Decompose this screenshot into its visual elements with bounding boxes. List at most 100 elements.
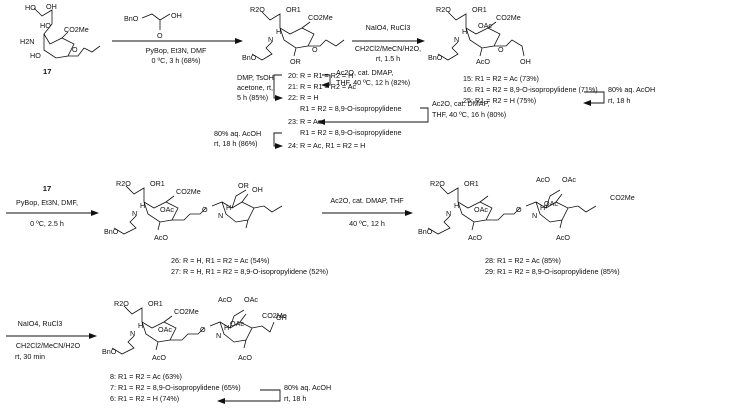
atom-oh-26: OH xyxy=(252,185,263,194)
compound-line-22b: R1 = R2 = 8,9-O-isopropylidene xyxy=(300,104,401,113)
ox2-solvent: CH2Cl2/MeCN/H2O xyxy=(16,341,81,350)
compound-list-8-7-6: 8: R1 = R2 = Ac (63%) 7: R1 = R2 = 8,9-O… xyxy=(110,372,241,403)
dmp-conditions: 5 h (85%) xyxy=(237,93,268,102)
compound-line-25: 25: R1 = R2 = H (75%) xyxy=(463,96,536,105)
step1-reagents: PyBop, Et3N, DMF xyxy=(146,46,207,55)
compound-line-27: 27: R = H, R1 = R2 = 8,9-O-isopropyliden… xyxy=(171,267,328,276)
aco2-conditions: rt, 18 h xyxy=(608,96,630,105)
atom-n-26: N xyxy=(132,209,137,218)
compound-list-15-16-25: 15: R1 = R2 = Ac (73%) 16: R1 = R2 = 8,9… xyxy=(463,74,598,105)
atom-h-28: H xyxy=(454,201,459,210)
aco3-conditions: rt, 18 h xyxy=(284,394,306,403)
compound-list-26-27: 26: R = H, R1 = R2 = Ac (54%) 27: R = H,… xyxy=(171,256,328,276)
atom-h-8: H xyxy=(138,321,143,330)
atom-r2o-15: R2O xyxy=(436,5,451,14)
atom-n-8: N xyxy=(130,329,135,338)
ac1-conditions: THF, 40 ºC, 12 h (82%) xyxy=(336,78,410,87)
arrow-acetylation-2 xyxy=(317,107,429,125)
ac2-reagents: Ac2O, cat. DMAP, xyxy=(432,99,489,108)
compound-line-23: 23: R = Ac xyxy=(288,117,322,126)
step1-conditions: 0 ºC, 3 h (68%) xyxy=(152,56,201,65)
atom-oac-26: OAc xyxy=(160,205,174,214)
atom-o-26: O xyxy=(202,205,208,214)
arrow-deprotection-3 xyxy=(217,389,281,404)
atom-or1-28: OR1 xyxy=(464,179,479,188)
atom-aco-26: AcO xyxy=(154,233,168,242)
atom-co2me-15: CO2Me xyxy=(496,13,521,22)
arrow-dmp xyxy=(273,74,283,101)
atom-o-acid: O xyxy=(157,31,163,40)
dmp-reagents: DMP, TsOH xyxy=(237,73,274,82)
atom-oac-28a: OAc xyxy=(474,205,488,214)
atom-o-ring: O xyxy=(72,45,78,54)
aco1-reagents: 80% aq. AcOH xyxy=(214,129,261,138)
atom-r2o-8: R2O xyxy=(114,299,129,308)
compound-line-22: 22: R = H xyxy=(288,93,319,102)
dmp-solvent: acetone, rt, xyxy=(237,83,273,92)
atom-co2me-26a: CO2Me xyxy=(176,187,201,196)
atom-h-26b: H xyxy=(226,203,231,212)
atom-ho-1: HO xyxy=(25,3,36,12)
atom-oh-8: OH xyxy=(276,313,287,322)
coupling-reagent-17: 17 xyxy=(43,184,51,193)
atom-bno-28: BnO xyxy=(418,227,433,236)
compound-line-26: 26: R = H, R1 = R2 = Ac (54%) xyxy=(171,256,269,265)
compound-line-29: 29: R1 = R2 = 8,9-O-isopropylidene (85%) xyxy=(485,267,620,276)
atom-bno-20: BnO xyxy=(242,53,257,62)
atom-aco-8a: AcO xyxy=(152,353,166,362)
compound-15-structure: R2O OR1 OAc CO2Me BnO N H AcO O OH xyxy=(428,5,531,66)
atom-o-20: O xyxy=(312,45,318,54)
coupling-reagents: PyBop, Et3N, DMF, xyxy=(16,198,78,207)
compound-line-28: 28: R1 = R2 = Ac (85%) xyxy=(485,256,561,265)
atom-oh-15: OH xyxy=(520,57,531,66)
atom-r2o-20: R2O xyxy=(250,5,265,14)
compound-20-structure: R2O OR1 CO2Me BnO N H OR O xyxy=(242,5,345,66)
atom-h-28b: H xyxy=(540,203,545,212)
atom-co2me-20: CO2Me xyxy=(308,13,333,22)
compound-line-20: 20: R = R1 = R2 = H xyxy=(288,71,353,80)
atom-or1-15: OR1 xyxy=(472,5,487,14)
compound-line-7: 7: R1 = R2 = 8,9-O-isopropylidene (65%) xyxy=(110,383,241,392)
acid-reagent-structure: BnO OH O xyxy=(124,11,182,40)
atom-o-15: O xyxy=(498,45,504,54)
aco3-reagents: 80% aq. AcOH xyxy=(284,383,331,392)
coupling-conditions: 0 ºC, 2.5 h xyxy=(30,219,64,228)
atom-r2o-28: R2O xyxy=(430,179,445,188)
atom-aco-28b: AcO xyxy=(536,175,550,184)
atom-n-26b: N xyxy=(218,211,223,220)
compound-line-16: 16: R1 = R2 = 8,9-O-isopropylidene (71%) xyxy=(463,85,598,94)
atom-or1-26: OR1 xyxy=(150,179,165,188)
compound-28-structure: R2O OR1 H N BnO OAc AcO CO2Me AcO OAc OA… xyxy=(418,175,635,242)
atom-or1-20: OR1 xyxy=(286,5,301,14)
atom-co2me-28: CO2Me xyxy=(610,193,635,202)
compound-line-6: 6: R1 = R2 = H (74%) xyxy=(110,394,179,403)
arrow-deprotection-1 xyxy=(273,132,283,149)
ox1-conditions: rt, 1.5 h xyxy=(376,54,400,63)
atom-h2n: H2N xyxy=(20,37,34,46)
atom-o-8: O xyxy=(200,325,206,334)
atom-n-28b: N xyxy=(532,211,537,220)
atom-ho-3: HO xyxy=(30,51,41,60)
compound-17-structure: HO OH HO CO2Me H2N HO O 17 xyxy=(20,2,101,76)
atom-co2me-8a: CO2Me xyxy=(174,307,199,316)
atom-co2me-8b: CO2Me xyxy=(262,311,287,320)
atom-bno-acid: BnO xyxy=(124,14,139,23)
atom-bno-15: BnO xyxy=(428,53,443,62)
ox1-reagents: NaIO4, RuCl3 xyxy=(366,23,411,32)
compound-line-8: 8: R1 = R2 = Ac (63%) xyxy=(110,372,182,381)
aco2-reagents: 80% aq. AcOH xyxy=(608,85,655,94)
atom-aco-28a: AcO xyxy=(468,233,482,242)
compound-line-15: 15: R1 = R2 = Ac (73%) xyxy=(463,74,539,83)
atom-or1-8: OR1 xyxy=(148,299,163,308)
atom-oh-1: OH xyxy=(46,2,57,11)
compound-line-24: 24: R = Ac, R1 = R2 = H xyxy=(288,141,365,150)
ox1-solvent: CH2Cl2/MeCN/H2O, xyxy=(355,44,421,53)
atom-o-28: O xyxy=(516,205,522,214)
ac2-conditions: THF, 40 ºC, 16 h (80%) xyxy=(432,110,506,119)
atom-oac-8c: OAc xyxy=(230,319,244,328)
atom-oh-acid: OH xyxy=(171,11,182,20)
atom-oac-28b: OAc xyxy=(562,175,576,184)
atom-oac-15: OAc xyxy=(478,21,492,30)
atom-or-26a: OR xyxy=(238,181,249,190)
atom-bno-8: BnO xyxy=(102,347,117,356)
